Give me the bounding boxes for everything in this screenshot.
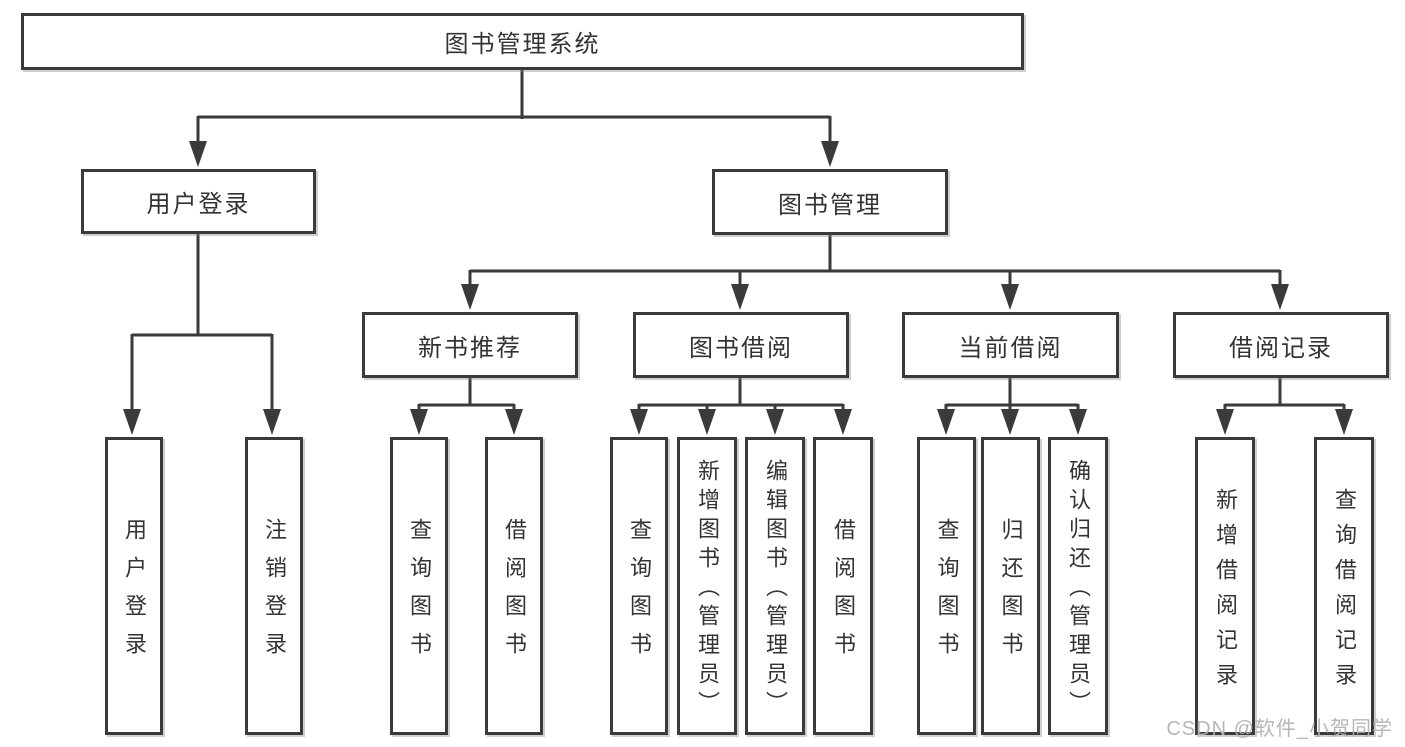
leaf-query-books: 查询图书: [917, 437, 976, 735]
node-borrow-records: 借阅记录: [1173, 312, 1389, 378]
arrowhead-down-icon: [1001, 409, 1019, 435]
arrowhead-down-icon: [1271, 284, 1289, 310]
connector-bookmgmt-to-level3: [468, 235, 1282, 289]
leaf-label: 新增图书（管理员）: [695, 459, 720, 720]
node-new-book-recommend: 新书推荐: [362, 312, 578, 378]
leaf-label: 编辑图书（管理员）: [763, 459, 788, 720]
arrowhead-down-icon: [263, 409, 281, 435]
connector-newbook-to-leaves: [417, 377, 516, 414]
connector-borrow-to-leaves: [637, 377, 845, 414]
arrowhead-down-icon: [1069, 409, 1087, 435]
leaf-label: 查询图书: [934, 518, 960, 670]
node-book-management: 图书管理: [712, 169, 948, 235]
arrowhead-down-icon: [731, 284, 749, 310]
leaf-label: 查询图书: [407, 518, 432, 670]
leaf-borrow-books: 借阅图书: [485, 437, 543, 735]
arrowhead-down-icon: [461, 284, 479, 310]
leaf-label: 归还图书: [998, 518, 1024, 670]
node-label: 图书管理系统: [444, 31, 601, 58]
leaf-label: 借阅图书: [502, 518, 527, 670]
arrowhead-down-icon: [834, 409, 852, 435]
leaf-query-borrow-record: 查询借阅记录: [1314, 437, 1374, 735]
leaf-label: 查询借阅记录: [1332, 487, 1357, 698]
arrowhead-down-icon: [410, 409, 428, 435]
node-label: 新书推荐: [418, 334, 522, 362]
arrowhead-down-icon: [698, 409, 716, 435]
leaf-label: 确认归还（管理员）: [1066, 459, 1091, 720]
node-label: 借阅记录: [1229, 334, 1333, 362]
node-current-borrow: 当前借阅: [902, 312, 1119, 378]
watermark: CSDN @软件_小贺同学: [1166, 718, 1393, 740]
leaf-logout: 注销登录: [245, 437, 303, 735]
node-book-borrow: 图书借阅: [633, 312, 849, 378]
node-label: 当前借阅: [958, 334, 1063, 362]
leaf-add-borrow-record: 新增借阅记录: [1195, 437, 1255, 735]
arrowhead-down-icon: [1001, 284, 1019, 310]
arrowhead-down-icon: [1216, 409, 1234, 435]
connector-current-to-leaves: [944, 377, 1080, 414]
node-label: 图书借阅: [689, 334, 793, 362]
node-label: 图书管理: [778, 191, 882, 219]
connector-userlogin-to-leaves: [130, 233, 274, 414]
leaf-label: 借阅图书: [831, 518, 856, 670]
node-label: 用户登录: [146, 191, 251, 218]
arrowhead-down-icon: [505, 409, 523, 435]
node-library-system-root: 图书管理系统: [21, 13, 1024, 70]
leaf-query-books: 查询图书: [390, 437, 448, 735]
leaf-return-books: 归还图书: [981, 437, 1040, 735]
leaf-label: 查询图书: [627, 518, 652, 670]
arrowhead-down-icon: [630, 409, 648, 435]
node-user-login: 用户登录: [81, 169, 316, 234]
arrowhead-down-icon: [1335, 409, 1353, 435]
leaf-user-login: 用户登录: [105, 437, 163, 735]
leaf-confirm-return-admin: 确认归还（管理员）: [1048, 437, 1108, 735]
arrowhead-down-icon: [766, 409, 784, 435]
arrowhead-down-icon: [937, 409, 955, 435]
leaf-query-books: 查询图书: [610, 437, 668, 735]
arrowhead-down-icon: [821, 141, 839, 167]
leaf-borrow-books: 借阅图书: [813, 437, 873, 735]
leaf-label: 注销登录: [262, 518, 287, 670]
leaf-add-book-admin: 新增图书（管理员）: [677, 437, 737, 735]
leaf-label: 新增借阅记录: [1213, 487, 1238, 698]
arrowhead-down-icon: [123, 409, 141, 435]
leaf-edit-book-admin: 编辑图书（管理员）: [745, 437, 805, 735]
connector-root-to-level2: [196, 70, 832, 147]
leaf-label: 用户登录: [122, 518, 147, 670]
arrowhead-down-icon: [189, 141, 207, 167]
connector-records-to-leaves: [1223, 377, 1346, 414]
